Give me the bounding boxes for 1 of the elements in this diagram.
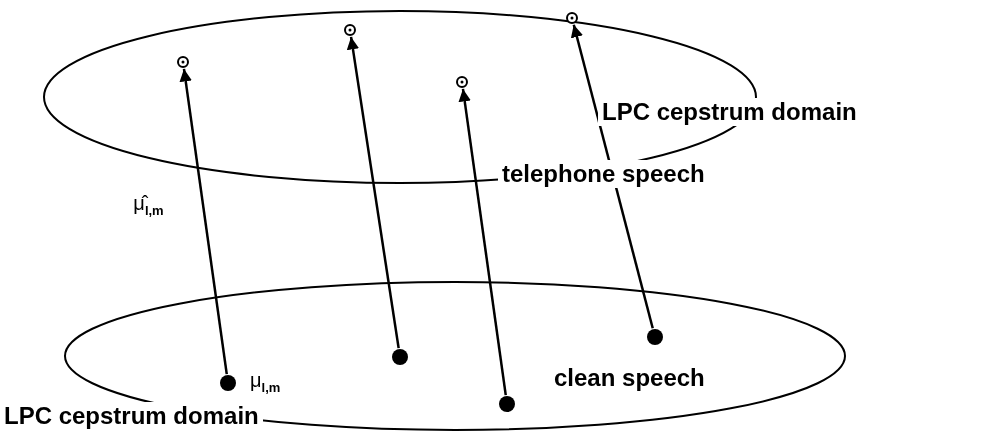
symbol-label: μ$_{l,m}$ <box>250 369 281 397</box>
